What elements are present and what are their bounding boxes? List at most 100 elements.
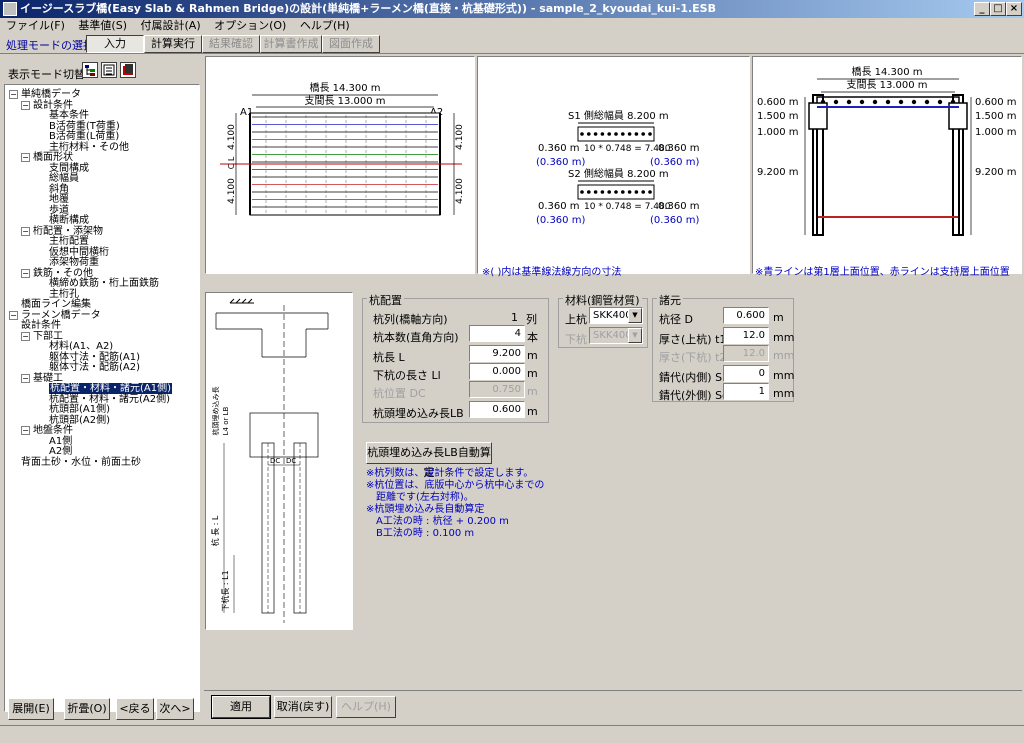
tree-item[interactable]: 単純橋データ — [21, 89, 81, 100]
pile-count-input[interactable]: 4 — [469, 325, 525, 342]
tree-item[interactable]: 横断構成 — [49, 215, 89, 226]
tree-item[interactable]: B活荷重(T荷重) — [49, 120, 120, 132]
tree-item[interactable]: A1側 — [49, 435, 73, 447]
tree-item[interactable]: 主桁孔 — [49, 288, 79, 300]
lower-pile-label: 下杭 — [565, 333, 587, 346]
menu-bar: ファイル(F) 基準値(S) 付属設計(A) オプション(O) ヘルプ(H) — [0, 18, 1024, 34]
book-view-icon[interactable] — [120, 62, 136, 78]
rust-outer-input[interactable]: 1 — [723, 383, 769, 400]
tree-toggle-icon[interactable]: − — [9, 310, 18, 320]
tree-item[interactable]: 添架物荷重 — [49, 257, 99, 268]
menu-file[interactable]: ファイル(F) — [6, 19, 65, 32]
lower-pile-select[interactable]: SKK400▼ — [589, 327, 643, 344]
upper-thickness-input[interactable]: 12.0 — [723, 327, 769, 344]
mode-calc-button[interactable]: 計算実行 — [144, 35, 202, 53]
tree-item[interactable]: 杭頭部(A1側) — [49, 404, 111, 415]
mode-drawing-button[interactable]: 図面作成 — [322, 35, 380, 53]
tree-item[interactable]: 主桁配置 — [49, 236, 89, 247]
next-button[interactable]: 次へ> — [156, 698, 194, 720]
tree-toggle-icon[interactable]: − — [21, 100, 30, 110]
menu-option[interactable]: オプション(O) — [214, 19, 287, 32]
lower-pile-length-input[interactable]: 0.000 — [469, 363, 525, 380]
tree-toggle-icon[interactable]: − — [21, 373, 30, 383]
cancel-button[interactable]: 取消(戻す) — [274, 696, 332, 718]
mode-report-button[interactable]: 計算書作成 — [260, 35, 322, 53]
elev-bridge-length: 橋長 14.300 m — [851, 65, 922, 78]
minimize-button[interactable]: _ — [974, 2, 990, 16]
lower-pile-length-unit: m — [527, 367, 538, 380]
tree-item[interactable]: 横締め鉄筋・桁上面鉄筋 — [49, 278, 159, 289]
menu-help[interactable]: ヘルプ(H) — [299, 19, 350, 32]
maximize-button[interactable]: □ — [990, 2, 1006, 16]
close-button[interactable]: × — [1006, 2, 1022, 16]
tree-item[interactable]: 基本条件 — [49, 110, 89, 121]
mode-input-button[interactable]: 入力 — [86, 35, 144, 53]
tree-item[interactable]: 橋面ライン編集 — [21, 299, 91, 310]
tree-item[interactable]: A2側 — [49, 446, 73, 457]
chevron-down-icon[interactable]: ▼ — [628, 328, 642, 343]
expand-button[interactable]: 展開(E) — [8, 698, 54, 720]
back-button[interactable]: <戻る — [116, 698, 154, 720]
girder-dot — [648, 190, 652, 194]
tree-item[interactable]: 基礎工 — [33, 372, 63, 384]
help-button[interactable]: ヘルプ(H) — [336, 696, 396, 718]
elev-d1-left: 0.600 m — [757, 97, 799, 108]
section-s2: S2 側総幅員 8.200 m — [568, 167, 669, 180]
tree-item[interactable]: 斜角 — [49, 183, 69, 195]
tree-item[interactable]: 杭配置・材料・諸元(A1側) — [49, 383, 173, 394]
tree-view-icon[interactable] — [82, 62, 98, 78]
pile-position-input[interactable]: 0.750 — [469, 381, 525, 398]
tree-item[interactable]: 総幅員 — [49, 173, 79, 184]
tree-item[interactable]: 橋面形状 — [33, 152, 73, 163]
tree-item[interactable]: 主桁材料・その他 — [49, 141, 129, 153]
tree-toggle-icon[interactable]: − — [21, 226, 30, 236]
menu-attached[interactable]: 付属設計(A) — [140, 19, 201, 32]
head-embed-input[interactable]: 0.600 — [469, 401, 525, 418]
tree-toggle-icon[interactable]: − — [21, 268, 30, 278]
tree-item[interactable]: 仮想中間横桁 — [49, 246, 109, 258]
collapse-button[interactable]: 折畳(O) — [64, 698, 110, 720]
pile-diameter-input[interactable]: 0.600 — [723, 307, 769, 324]
tree-item[interactable]: 下部工 — [33, 330, 63, 342]
lower-thickness-input[interactable]: 12.0 — [723, 345, 769, 362]
elev-d2-left: 1.500 m — [757, 111, 799, 122]
mode-result-button[interactable]: 結果確認 — [202, 35, 260, 53]
plan-width-top: 4.100 — [227, 124, 237, 150]
specs-group: 諸元 杭径 D 0.600 m 厚さ(上杭) t1 12.0 mm 厚さ(下杭)… — [652, 292, 794, 402]
pile-layout-caption: 杭配置 — [367, 292, 404, 308]
tree-item[interactable]: 躯体寸法・配筋(A1) — [49, 351, 141, 363]
chevron-down-icon[interactable]: ▼ — [628, 308, 642, 323]
apply-button[interactable]: 適用 — [211, 695, 271, 719]
auto-calc-button[interactable]: 杭頭埋め込み長LB自動算定 — [366, 442, 492, 479]
tree-item[interactable]: 材料(A1、A2) — [49, 341, 114, 352]
rust-inner-input[interactable]: 0 — [723, 365, 769, 382]
girder-dot — [621, 190, 625, 194]
tree-toggle-icon[interactable]: − — [21, 426, 30, 435]
pile-length-input[interactable]: 9.200 — [469, 345, 525, 362]
tree-item[interactable]: 支間構成 — [49, 162, 89, 174]
menu-standard[interactable]: 基準値(S) — [78, 19, 127, 32]
specs-caption: 諸元 — [657, 292, 683, 308]
tree-item[interactable]: 桁配置・添架物 — [33, 225, 103, 237]
pile-count-unit: 本 — [527, 331, 538, 344]
tree-item[interactable]: 背面土砂・水位・前面土砂 — [21, 456, 141, 468]
tree-item[interactable]: 設計条件 — [21, 320, 61, 331]
tree-item[interactable]: 杭頭部(A2側) — [49, 414, 111, 426]
note-line-5: A工法の時 : 杭径 + 0.200 m — [366, 516, 509, 527]
tree-item[interactable]: 鉄筋・その他 — [33, 267, 93, 279]
tree-item[interactable]: 設計条件 — [33, 99, 73, 111]
tree-item[interactable]: 歩道 — [49, 204, 69, 216]
tree-item[interactable]: 躯体寸法・配筋(A2) — [49, 362, 141, 373]
tree-toggle-icon[interactable]: − — [21, 331, 30, 341]
tree-item[interactable]: 杭配置・材料・諸元(A2側) — [49, 393, 171, 405]
tree-item[interactable]: 地覆 — [49, 194, 69, 205]
girder-dot — [846, 99, 852, 105]
tree-item[interactable]: 地盤条件 — [33, 425, 73, 436]
tree-toggle-icon[interactable]: − — [21, 153, 30, 162]
tree-item[interactable]: ラーメン橋データ — [21, 309, 101, 321]
tree-toggle-icon[interactable]: − — [9, 90, 18, 99]
tree-item[interactable]: B活荷重(L荷重) — [49, 131, 120, 142]
upper-pile-select[interactable]: SKK400▼ — [589, 307, 643, 324]
list-view-icon[interactable] — [101, 62, 117, 78]
